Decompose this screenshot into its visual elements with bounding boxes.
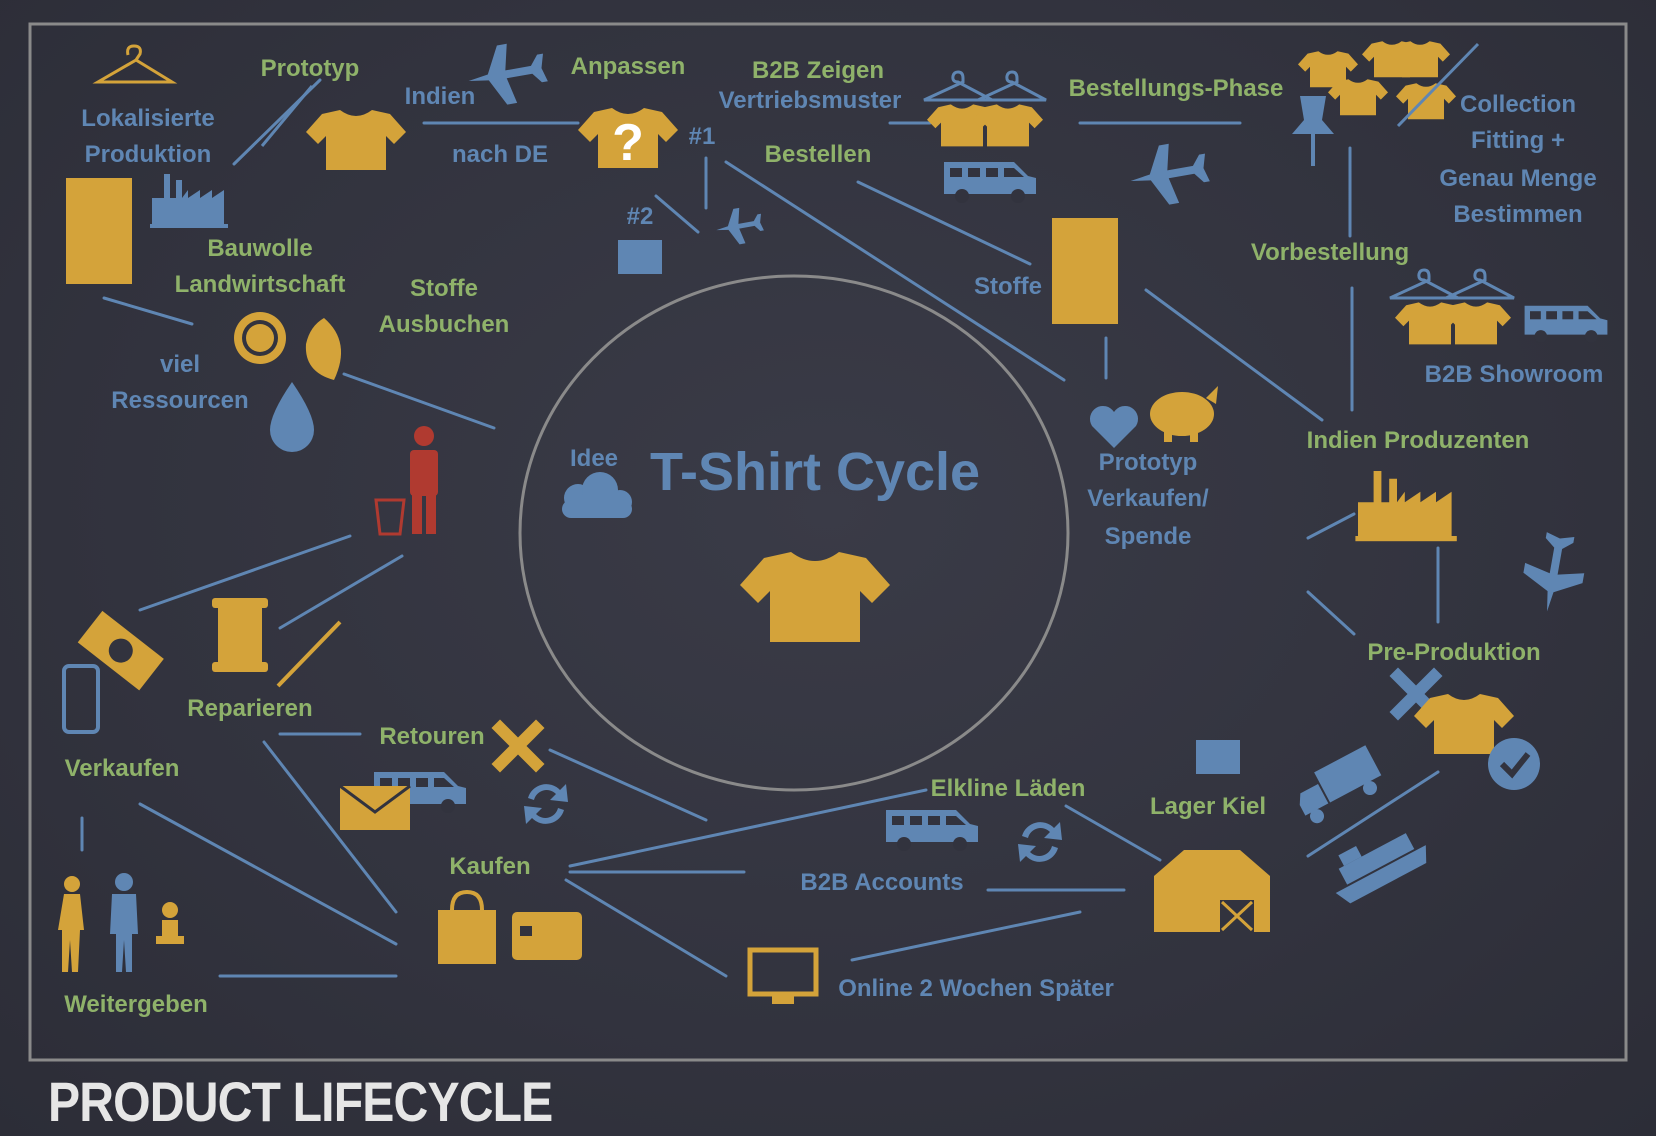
stoffe-ausbuchen-label-1: Stoffe — [410, 275, 478, 302]
b2b-zeigen-label-2: Vertriebsmuster — [719, 87, 902, 114]
airplane-icon — [463, 37, 551, 111]
tshirt-icon — [740, 552, 890, 642]
money-icon — [77, 610, 164, 691]
water-drop-icon — [270, 382, 314, 452]
envelope-icon — [339, 784, 411, 830]
prototyp-verkaufen-label-1: Prototyp — [1099, 449, 1198, 476]
prototyp-label: Prototyp — [261, 55, 360, 82]
prototyp-verkaufen-label-3: Spende — [1105, 523, 1192, 550]
factory-icon — [1355, 471, 1457, 542]
phone-icon — [62, 664, 100, 734]
cycle-circle — [518, 274, 1070, 792]
num1-label: #1 — [689, 123, 716, 150]
needle-icon — [260, 85, 314, 147]
question-tshirt-icon: ? — [578, 108, 678, 172]
hanger-icon — [92, 44, 178, 84]
pre-produktion-label: Pre-Produktion — [1367, 639, 1540, 666]
cloud-icon — [562, 472, 632, 518]
shopping-bag-icon — [438, 889, 496, 964]
ship-icon — [1335, 833, 1427, 904]
recycle-icon — [1018, 822, 1062, 862]
verkaufen-label: Verkaufen — [65, 755, 180, 782]
airplane-icon — [1125, 137, 1213, 211]
hanger-tshirts-icon — [922, 70, 1048, 147]
van-icon — [1524, 305, 1608, 343]
recycle-icon — [524, 784, 568, 824]
monitor-icon — [747, 947, 819, 1004]
airplane-icon — [1517, 529, 1591, 617]
van-icon — [886, 810, 978, 851]
bestellungs-phase-label: Bestellungs-Phase — [1069, 75, 1284, 102]
collection-label-4: Bestimmen — [1453, 201, 1582, 228]
elkline-laeden-label: Elkline Läden — [931, 775, 1086, 802]
stoffe-label: Stoffe — [974, 273, 1042, 300]
lokalisierte-label-2: Produktion — [85, 141, 212, 168]
stoffe-ausbuchen-label-2: Ausbuchen — [379, 311, 510, 338]
needle-icon — [1396, 42, 1480, 128]
barn-icon — [1154, 850, 1270, 932]
frame-border — [28, 22, 1628, 1062]
piggy-bank-icon — [1150, 386, 1218, 442]
collection-label-3: Genau Menge — [1439, 165, 1596, 192]
indien-label: Indien — [405, 83, 476, 110]
b2b-accounts-label: B2B Accounts — [800, 869, 963, 896]
tshirt-icon — [306, 110, 406, 170]
indien-produzenten-label: Indien Produzenten — [1307, 427, 1530, 454]
b2b-zeigen-label-1: B2B Zeigen — [752, 57, 884, 84]
bauwolle-label-1: Bauwolle — [207, 235, 312, 262]
person-trash-icon — [374, 426, 438, 536]
hanger-tshirts-icon — [1388, 268, 1516, 345]
needle-icon — [276, 620, 342, 688]
factory-icon — [150, 174, 228, 228]
leaf-icon — [305, 318, 342, 380]
bauwolle-label-2: Landwirtschaft — [175, 271, 346, 298]
nach-de-label: nach DE — [452, 141, 548, 168]
num2-label: #2 — [627, 203, 654, 230]
fabric-roll-icon — [1052, 218, 1118, 324]
weitergeben-label: Weitergeben — [64, 991, 208, 1018]
idea-label: Idee — [570, 445, 618, 472]
family-icon — [58, 873, 184, 972]
fabric-roll-icon — [66, 178, 132, 284]
credit-card-icon — [512, 912, 582, 960]
van-icon — [944, 162, 1036, 203]
bestellen-label: Bestellen — [765, 141, 872, 168]
connector-lines — [80, 78, 1440, 978]
anpassen-label: Anpassen — [571, 53, 686, 80]
b2b-showroom-label: B2B Showroom — [1425, 361, 1604, 388]
center-title: T-Shirt Cycle — [650, 442, 980, 502]
retouren-label: Retouren — [379, 723, 484, 750]
box-icon — [1196, 740, 1240, 774]
lager-kiel-label: Lager Kiel — [1150, 793, 1266, 820]
viel-label-2: Ressourcen — [111, 387, 248, 414]
lokalisierte-label-1: Lokalisierte — [81, 105, 214, 132]
kaufen-label: Kaufen — [449, 853, 530, 880]
vorbestellung-label: Vorbestellung — [1251, 239, 1409, 266]
thread-spool-icon — [212, 598, 268, 672]
svg-text:?: ? — [612, 114, 644, 172]
collection-label-1: Collection — [1460, 91, 1576, 118]
box-icon — [618, 240, 662, 274]
reparieren-label: Reparieren — [187, 695, 312, 722]
prototyp-verkaufen-label-2: Verkaufen/ — [1087, 485, 1209, 512]
checkmark-icon — [1488, 738, 1540, 790]
truck-icon — [1299, 745, 1382, 824]
collection-label-2: Fitting + — [1471, 127, 1565, 154]
airplane-icon — [713, 204, 766, 248]
page-title: PRODUCT LIFECYCLE — [48, 1070, 553, 1133]
sun-icon — [234, 312, 286, 364]
heart-icon — [1089, 405, 1139, 448]
viel-label-1: viel — [160, 351, 200, 378]
pushpin-icon — [1292, 96, 1334, 166]
online-label: Online 2 Wochen Später — [838, 975, 1114, 1002]
cross-icon — [491, 719, 545, 773]
